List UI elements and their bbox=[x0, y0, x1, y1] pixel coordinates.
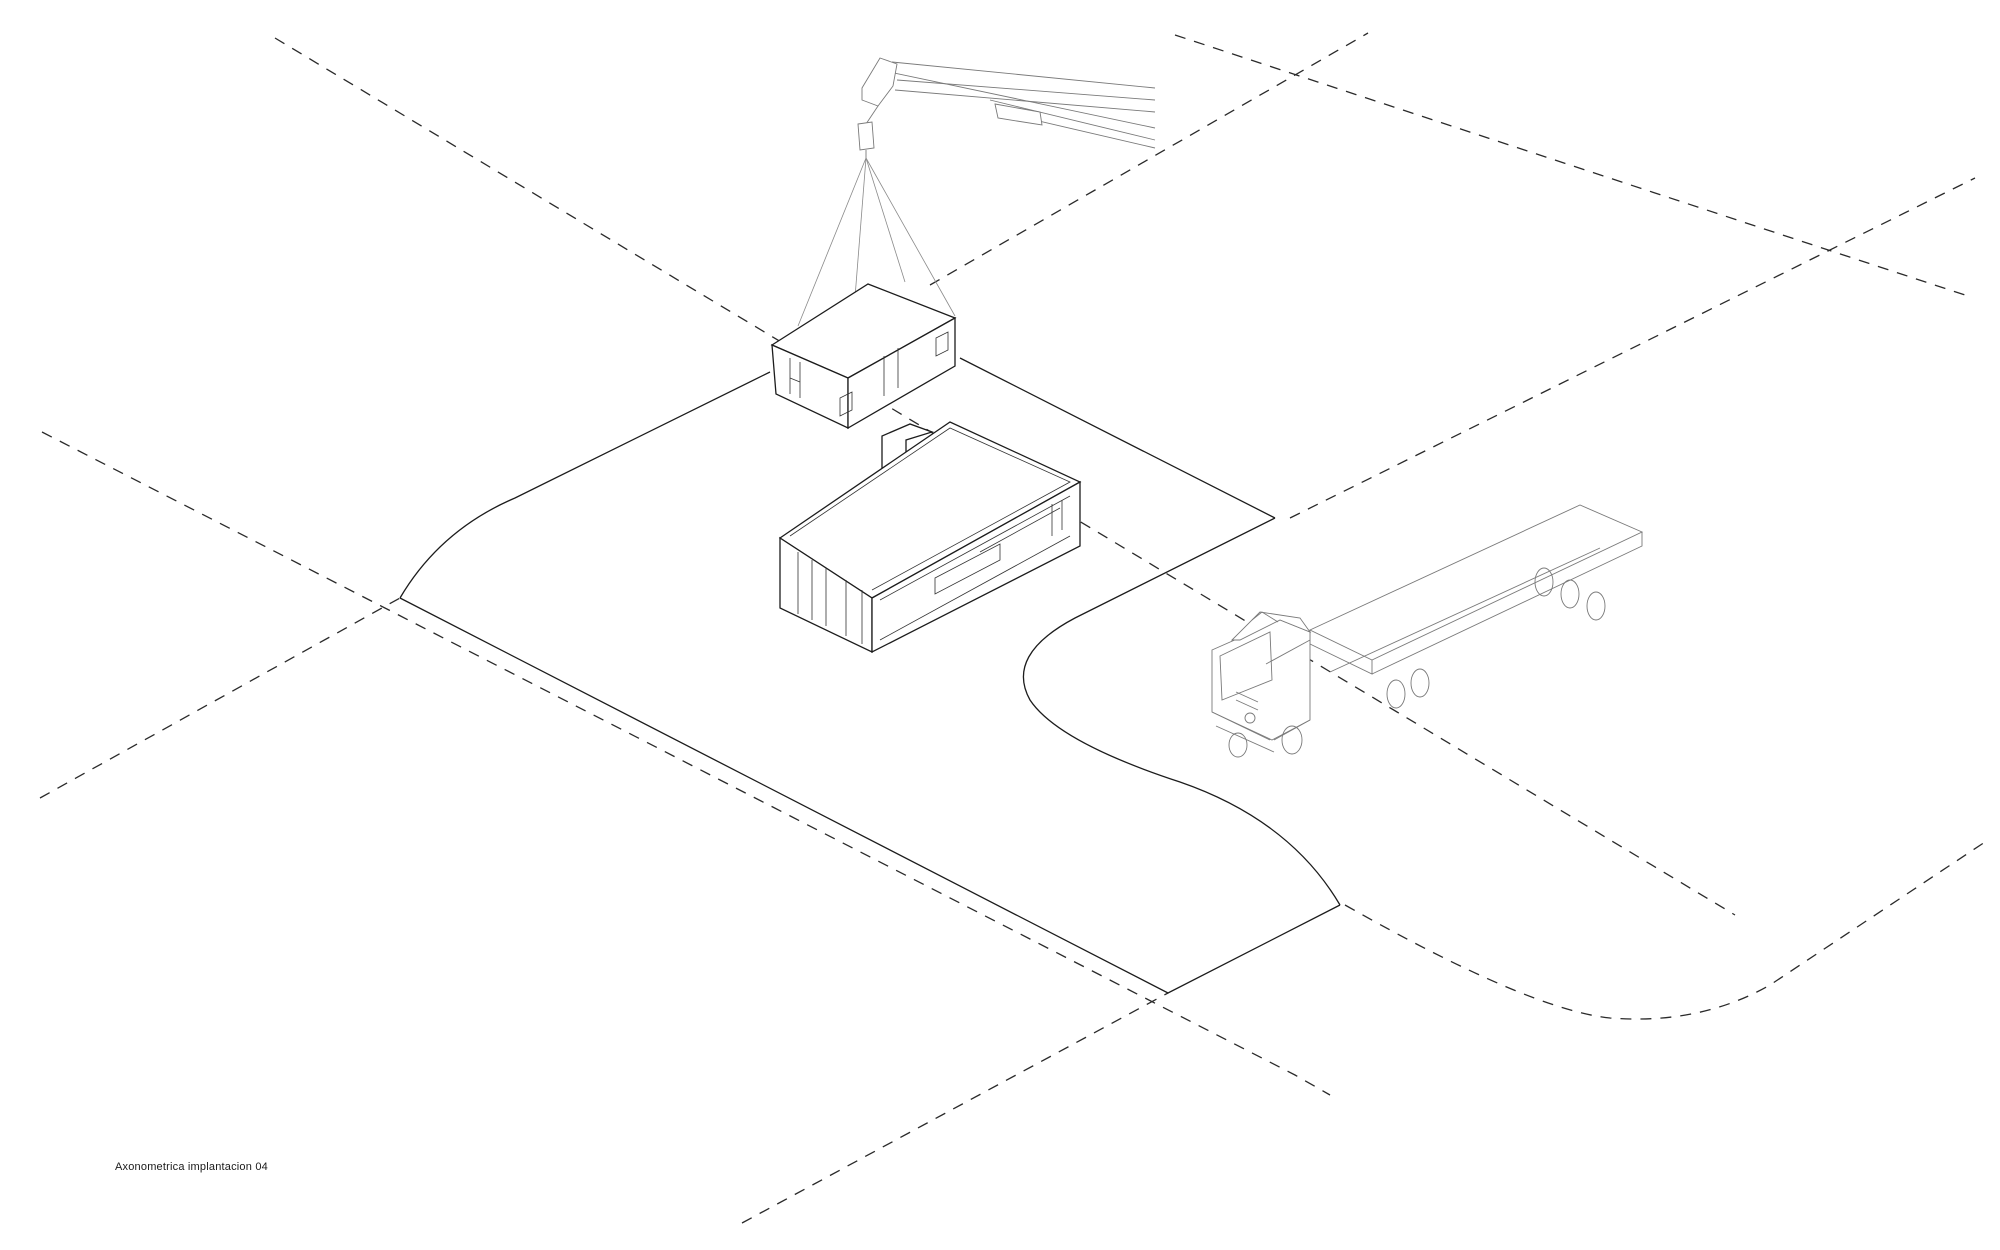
flatbed-truck bbox=[1211, 504, 1644, 758]
main-building bbox=[778, 421, 1082, 654]
crane-boom bbox=[857, 57, 1156, 158]
drawing-caption: Axonometrica implantacion 04 bbox=[115, 1161, 268, 1173]
dashed-plot-lines bbox=[39, 32, 1986, 1224]
site-boundary bbox=[399, 357, 1341, 994]
hanging-module bbox=[770, 283, 957, 430]
